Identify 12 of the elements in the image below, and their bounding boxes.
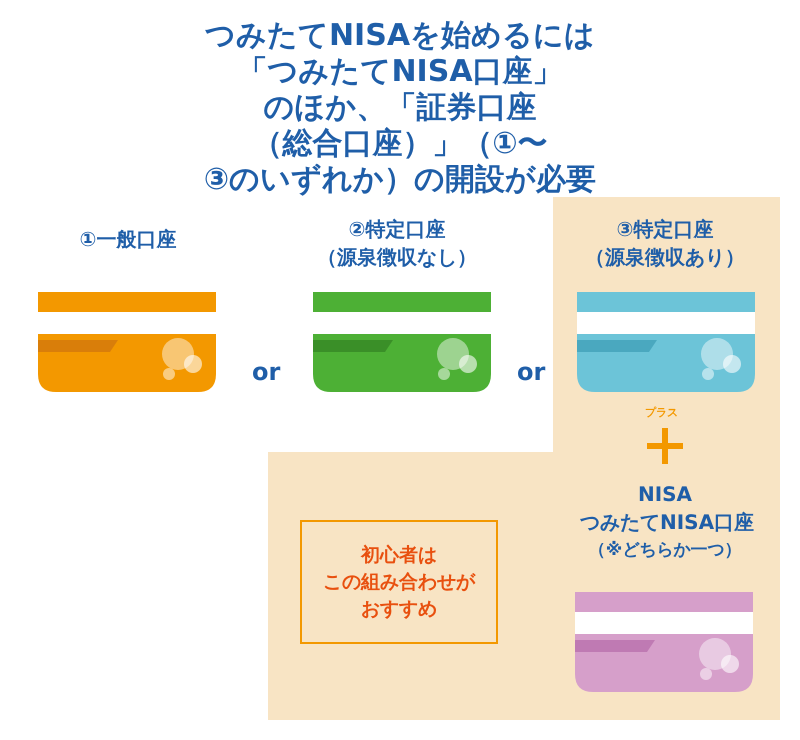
- account-heading: ①一般口座: [78, 226, 178, 253]
- title: つみたてNISAを始めるには「つみたてNISA口座」のほか、「証券口座（総合口座）」（①〜③のいずれか）の開設が必要: [202, 18, 598, 198]
- conjunction-text: or: [252, 358, 280, 386]
- note-text: （※どちらか一つ）: [588, 539, 742, 562]
- recommendation-text: この組み合わせが: [323, 570, 475, 594]
- account-heading: ③特定口座（源泉徴収あり）: [584, 216, 746, 271]
- annotation-text: プラス: [645, 405, 678, 420]
- account-heading: ②特定口座（源泉徴収なし）: [316, 216, 478, 271]
- recommendation-text: おすすめ: [361, 596, 437, 622]
- recommendation-text: 初心者は: [361, 542, 437, 568]
- recommendation-box: [300, 520, 498, 644]
- conjunction-text: or: [517, 358, 546, 386]
